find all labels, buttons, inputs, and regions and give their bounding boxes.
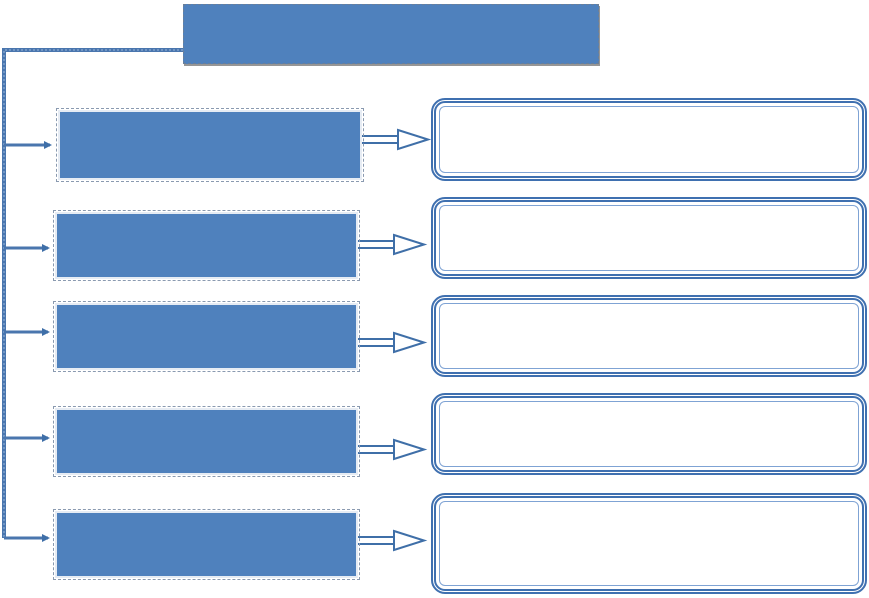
category-box-1 [56,108,364,182]
category-box-5 [53,509,360,580]
row-arrow-5 [358,529,428,552]
category-box-4 [53,406,360,477]
description-box-1 [431,98,867,181]
description-box-5 [431,493,867,594]
branch-connectors [4,141,52,542]
row-arrow-1 [362,128,432,151]
description-box-3 [431,295,867,377]
category-box-2 [53,210,360,281]
description-box-2 [431,197,867,279]
description-box-4 [431,393,867,475]
root-box [183,4,599,64]
category-box-3 [53,301,360,372]
row-arrow-3 [358,331,428,354]
row-arrow-2 [358,233,428,256]
row-arrow-4 [358,438,428,461]
